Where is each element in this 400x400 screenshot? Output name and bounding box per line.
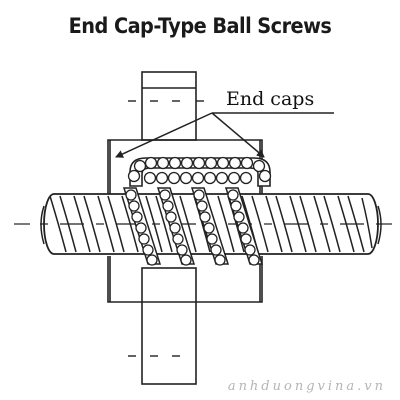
return-path-balls <box>127 156 272 185</box>
end-caps-label: End caps <box>226 88 315 110</box>
circuit-balls <box>125 189 260 266</box>
lower-flange <box>141 267 197 385</box>
watermark: anhduongvina.vn <box>227 379 386 394</box>
upper-flange <box>141 71 197 141</box>
callout-leader <box>115 112 334 158</box>
diagram-title: End Cap-Type Ball Screws <box>68 14 332 38</box>
arrow-right <box>211 112 265 158</box>
arrow-left <box>115 112 213 158</box>
